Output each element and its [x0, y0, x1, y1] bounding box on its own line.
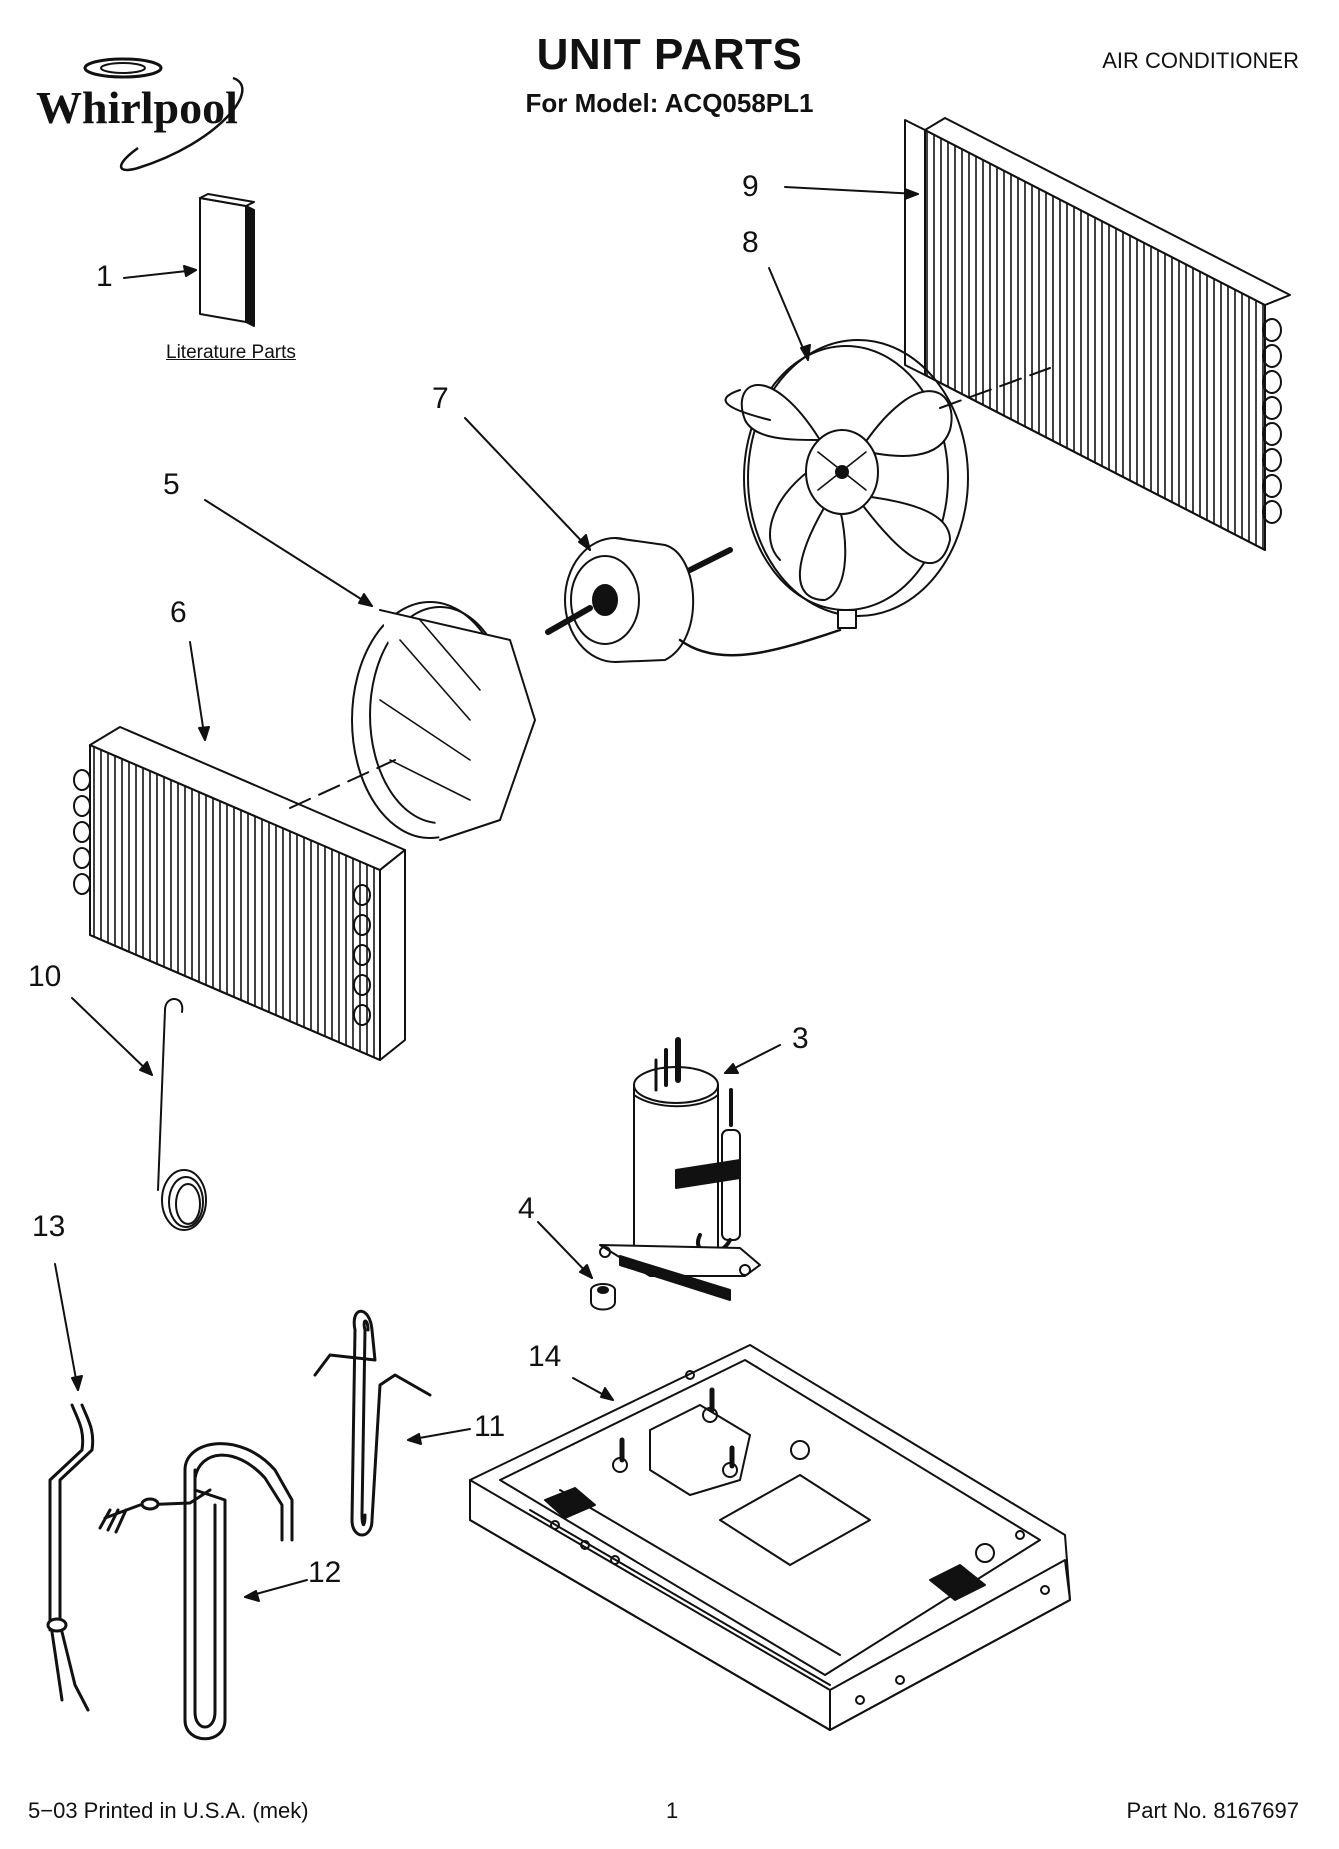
product-category: AIR CONDITIONER [1102, 48, 1299, 73]
callout-3: 3 [792, 1022, 809, 1055]
evaporator-coil [73, 726, 406, 1061]
callout-12: 12 [308, 1556, 342, 1589]
leader-8 [768, 267, 809, 361]
fan-motor [545, 537, 857, 663]
condenser-return-bends [1262, 318, 1282, 524]
callout-7: 7 [432, 382, 449, 415]
callout-8: 8 [742, 226, 759, 259]
literature-parts-caption: Literature Parts [166, 342, 296, 363]
discharge-tube [98, 1442, 294, 1741]
base-pan [469, 1344, 1071, 1731]
axis-coil-to-blower [289, 759, 396, 809]
callout-14: 14 [528, 1340, 562, 1373]
blower-wheel [351, 601, 536, 841]
grommet [590, 1283, 616, 1311]
callout-9: 9 [742, 170, 759, 203]
capillary-tube [157, 998, 207, 1231]
axis-fan-to-coil [939, 367, 1051, 409]
part-number: Part No. 8167697 [1126, 1798, 1299, 1823]
brand-wordmark: Whirlpool [36, 82, 238, 133]
callout-13: 13 [32, 1210, 66, 1243]
callout-10: 10 [28, 960, 62, 993]
leader-9 [784, 186, 919, 195]
callout-4: 4 [518, 1192, 535, 1225]
callout-6: 6 [170, 596, 187, 629]
leader-13 [54, 1263, 79, 1391]
leader-5 [204, 499, 373, 607]
suction-tube [313, 1309, 432, 1537]
callout-5: 5 [163, 468, 180, 501]
compressor [599, 1037, 761, 1301]
leader-6 [189, 641, 206, 741]
whirlpool-logo: Whirlpool [36, 57, 244, 172]
liquid-tube [46, 1403, 95, 1712]
leader-7 [464, 417, 591, 551]
page-title: UNIT PARTS [536, 30, 803, 79]
leader-1 [123, 269, 197, 279]
print-date: 5−03 Printed in U.S.A. (mek) [28, 1798, 309, 1823]
callout-11: 11 [474, 1410, 506, 1443]
model-subtitle: For Model: ACQ058PL1 [525, 88, 814, 118]
literature-booklet [199, 193, 255, 327]
condenser-coil [904, 117, 1291, 551]
callout-1: 1 [96, 260, 113, 293]
page-number: 1 [666, 1798, 679, 1823]
leader-10 [71, 997, 153, 1076]
evaporator-return-bends [73, 769, 371, 1026]
fan-blade [724, 339, 969, 617]
